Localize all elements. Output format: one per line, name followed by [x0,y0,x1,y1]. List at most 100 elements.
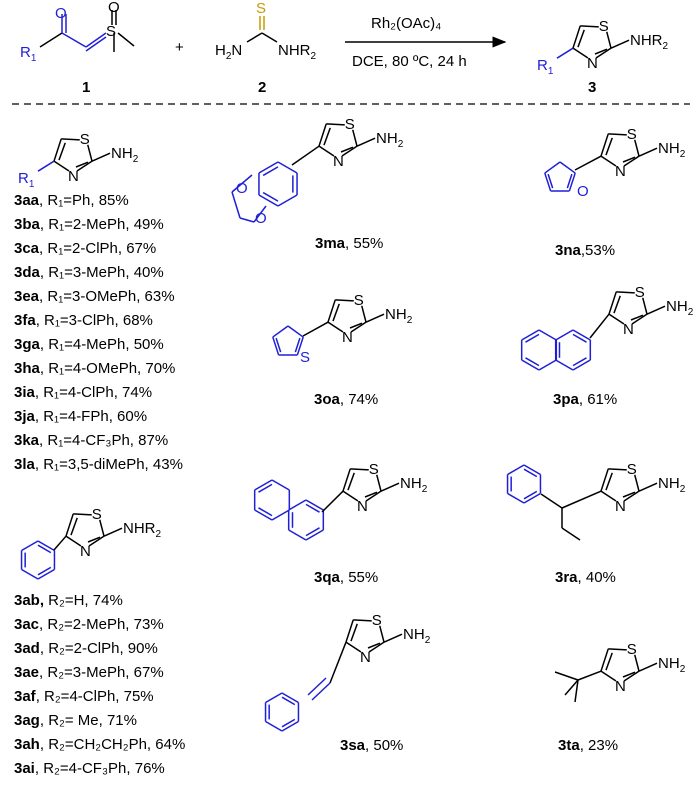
amine-group: NHR2 [123,520,162,540]
naphthalene-ring [254,509,273,521]
compound-yield: , 50% [365,737,403,754]
thiophene-sulfur: S [300,349,310,366]
compound-3-number: 3 [588,79,596,96]
dioxole-oxygen: O [255,210,267,227]
thiazole-bond [58,142,66,161]
compound-id: 3ea [14,288,40,305]
phenyl-ring [37,540,55,552]
compound-id: 3ca [14,240,40,257]
amine-bond [365,313,385,323]
compound-id: 3ae [14,664,39,681]
thiazole-bond [318,145,335,157]
thiophene-ring [287,325,304,338]
r1-substrate-list: 3aa, R₁=Ph, 85% 3ba, R₁=2-MePh, 49% 3ca,… [14,192,183,473]
thiazole-bond [353,619,372,622]
naphthalene-ring [572,357,587,367]
phenyl-ring [281,720,299,732]
phenyl-ring [281,692,299,704]
phenyl-ring [21,568,39,580]
thiazole-bond [341,145,358,157]
aryl-bond [291,145,320,166]
thiazole-sulfur: S [599,18,609,35]
thiazole-bond [70,517,78,536]
svg-text:3ag, R₂= Me, 71%: 3ag, R₂= Me, 71% [14,712,137,729]
svg-text:3aa, R₁=Ph, 85%: 3aa, R₁=Ph, 85% [14,192,129,209]
amine-bond [91,152,111,162]
thiazole-bond [623,155,640,167]
amine-bond [638,147,658,157]
thiazole-bond [608,313,625,325]
aryl-bond [302,321,329,337]
svg-text:3la, R₁=3,5-diMePh, 43%: 3la, R₁=3,5-diMePh, 43% [14,456,183,473]
furan-ring [547,173,554,189]
compound-id: 3ia [14,384,36,401]
svg-text:3ea, R₁=3-OMePh, 63%: 3ea, R₁=3-OMePh, 63% [14,288,175,305]
thiazole-sulfur: S [627,641,637,658]
svg-text:3ja, R₁=4-FPh, 60%: 3ja, R₁=4-FPh, 60% [14,408,147,425]
thiazole-bond [623,490,640,502]
thiazole-bond [87,536,101,543]
dioxole-bond [253,205,267,223]
phenyl-ring [507,464,525,476]
svg-text:3ca, R₁=2-ClPh, 67%: 3ca, R₁=2-ClPh, 67% [14,240,156,257]
phenyl-ring [523,468,538,478]
svg-text:3da, R₁=3-MePh, 40%: 3da, R₁=3-MePh, 40% [14,264,164,281]
compound-yield: , R₁=4-CF₃Ph, 87% [39,432,168,449]
naphthalene-ring [555,359,574,371]
compound-yield: , R₂=CH₂CH₂Ph, 64% [40,736,185,753]
reactant-1-sulfoxonium-ylide [39,10,135,52]
compound-yield: , 23% [580,737,618,754]
furan-ring [544,161,561,174]
phenyl-ring [265,720,283,732]
thiourea-h2n: H2N [215,42,242,62]
amine-group: NH2 [658,140,686,160]
thiazole-bond [350,468,369,471]
thiazole-bond [608,133,627,136]
thiazole-bond [600,468,609,492]
alkyl-bond [577,670,602,681]
thiazole-bond [600,490,617,502]
svg-text:3qa, 55%: 3qa, 55% [314,569,378,586]
compound-id: 3ra [555,569,578,586]
thiazole-bond [623,670,640,682]
thiazole-bond [87,144,93,162]
compound-yield: , R₂= Me, 71% [40,712,137,729]
furan-ring [544,172,552,192]
alkyl-bond [564,679,579,696]
conditions-label: DCE, 80 ºC, 24 h [352,53,467,70]
thiazole-bond [594,48,608,55]
compound-yield: , 74% [340,391,378,408]
svg-text:3pa, 61%: 3pa, 61% [553,391,617,408]
thiazole-bond [345,619,354,643]
thiazole-bond [600,155,617,167]
thiazole-bond [76,160,93,172]
thiazole-bond [323,127,331,146]
thiazole-bond [349,322,363,329]
dioxole-bond [239,217,255,223]
naphthalene-ring [258,507,273,517]
catalyst-label: Rh₂(OAc)₄ [371,15,441,32]
aryl-bond [589,313,610,339]
thiazole-sulfur: S [354,292,364,309]
compound-yield: , R₁=4-FPh, 60% [35,408,147,425]
compound-id: 3fa [14,312,36,329]
naphthalene-ring [288,529,307,541]
alkyl-bond [561,490,602,509]
compound-yield: , R₁=3,5-diMePh, 43% [35,456,183,473]
compound-id: 3ai [14,760,35,777]
thiazole-bond [622,671,636,678]
thiazole-bond [61,138,80,141]
phenyl-ring [507,492,525,504]
compound-yield: , R₁=2-ClPh, 67% [39,240,156,257]
thiophene-ring [272,325,289,338]
amine-group: NH2 [385,306,413,326]
naphthalene-ring [305,529,324,541]
thiazole-bond [99,519,105,537]
amine-group: NH2 [658,475,686,495]
thiazole-bond [606,31,612,49]
thiazole-nitrogen: N [360,649,371,666]
thiazole-sulfur: S [369,461,379,478]
vinyl-bond [307,677,327,696]
amine-bond [638,482,658,492]
thiazole-bond [608,291,617,315]
